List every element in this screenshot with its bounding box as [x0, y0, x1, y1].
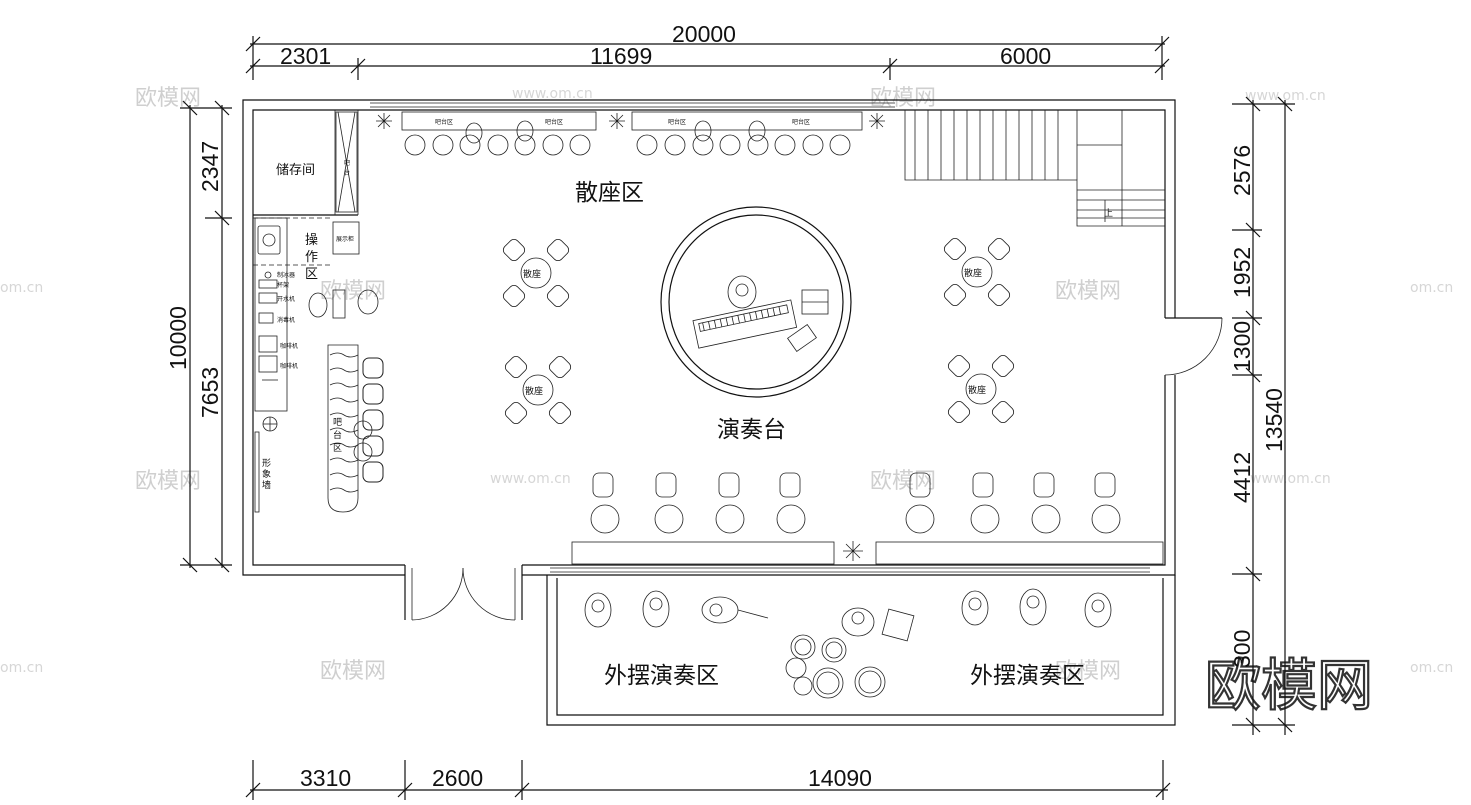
bar-counter-left: 吧 台 区 [327, 344, 384, 513]
dim-top-c: 6000 [1000, 43, 1051, 69]
bar-stools-front [590, 472, 1121, 534]
table-set: 散座 [502, 238, 570, 308]
shelf-label: 吧 [344, 160, 350, 167]
dim-right-e: 300 [1229, 630, 1255, 668]
dim-right-total: 13540 [1261, 388, 1287, 452]
lounge-tables: 散座 散座 散座 散座 [502, 237, 1015, 425]
musician-figures [584, 588, 1112, 642]
watermark-url: www.om.cn [490, 471, 571, 487]
room-label-operation-1: 操 [305, 232, 318, 248]
image-wall-label-1: 形 [262, 457, 271, 469]
room-label-lounge: 散座区 [575, 180, 644, 206]
table-label: 散座 [523, 268, 541, 280]
bar-stools-top [404, 120, 851, 156]
equipment-water-boiler: 开水机 [277, 295, 295, 303]
bar-counter-label-2: 台 [333, 429, 342, 441]
operation-zone: 操 作 区 制冰器 杯架 开水机 消毒机 咖啡机 咖啡机 形 象 墙 [253, 217, 379, 513]
plant-icon [376, 113, 885, 561]
room-label-storage: 储存间 [276, 163, 315, 178]
bar-top-label-1: 吧台区 [435, 118, 453, 126]
equipment-sterilizer: 消毒机 [277, 316, 295, 324]
room-label-operation-2: 作 [305, 250, 318, 265]
bar-counter-top: 吧台区 吧台区 吧台区 吧台区 [376, 111, 885, 561]
dim-right-c: 1300 [1229, 321, 1255, 372]
watermark-url: om.cn [0, 280, 43, 296]
dimension-bottom: 3310 2600 14090 [245, 760, 1171, 800]
dim-bottom-b: 2600 [432, 765, 483, 791]
bar-top-label-3: 吧台区 [668, 118, 686, 126]
shelf-label: 台 [344, 169, 350, 177]
watermark-brand: 欧模网 [320, 659, 386, 684]
equipment-coffee-machine: 咖啡机 [280, 362, 298, 370]
front-counters [571, 472, 1164, 565]
bar-top-label-4: 吧台区 [792, 118, 810, 126]
watermark-brand: 欧模网 [135, 469, 201, 494]
watermark-url: om.cn [1410, 280, 1453, 296]
watermark-url: www.om.cn [1250, 471, 1331, 487]
dim-top-b: 11699 [590, 43, 652, 69]
image-wall-label-2: 象 [262, 468, 271, 480]
stage [660, 206, 852, 398]
watermark-logo: 欧模网 [1205, 654, 1373, 719]
storage-room: 储存间 吧 台 展示柜 [253, 110, 360, 255]
dim-bottom-a: 3310 [300, 765, 351, 791]
watermark-brand: 欧模网 [320, 279, 386, 304]
dim-left-b: 7653 [197, 367, 223, 418]
equipment-ice-maker: 制冰器 [277, 271, 295, 279]
dim-top-total: 20000 [672, 21, 736, 47]
bar-counter-label-3: 区 [333, 443, 342, 454]
dim-bottom-c: 14090 [808, 765, 872, 791]
watermark-url: www.om.cn [1245, 88, 1326, 104]
stair-up-label: 上 [1104, 208, 1113, 219]
equipment-cup-rack: 杯架 [277, 281, 289, 289]
room-label-outdoor-right: 外摆演奏区 [970, 663, 1085, 689]
table-set: 散座 [947, 354, 1015, 424]
watermark-brand: 欧模网 [135, 86, 201, 111]
staircase: 上 [904, 110, 1165, 227]
watermark-brand: 欧模网 [1055, 659, 1121, 684]
equipment-coffee-machine: 咖啡机 [280, 342, 298, 350]
watermark-brand: 欧模网 [1055, 279, 1121, 304]
watermark-url: om.cn [0, 660, 43, 676]
watermark-layer: 欧模网 www.om.cn 欧模网 www.om.cn om.cn 欧模网 欧模… [0, 86, 1453, 720]
cabinet-label: 展示柜 [336, 235, 354, 243]
watermark-url: om.cn [1410, 660, 1453, 676]
dimension-right: 2576 1952 1300 4412 300 13540 [1229, 96, 1295, 735]
watermark-brand: 欧模网 [870, 469, 936, 494]
room-label-operation-3: 区 [305, 267, 318, 282]
dim-right-b: 1952 [1229, 247, 1255, 298]
table-set: 散座 [504, 355, 572, 425]
dim-right-a: 2576 [1229, 145, 1255, 196]
dim-right-d: 4412 [1229, 452, 1255, 503]
dim-left-total: 10000 [165, 306, 191, 370]
dim-top-a: 2301 [280, 43, 331, 69]
image-wall-label-3: 墙 [262, 479, 271, 491]
bar-top-label-2: 吧台区 [545, 118, 563, 126]
drum-kit [785, 634, 886, 699]
room-label-stage: 演奏台 [717, 417, 786, 443]
bar-counter-label-1: 吧 [333, 417, 342, 428]
table-label: 散座 [968, 384, 986, 396]
dim-left-a: 2347 [197, 141, 223, 192]
dimension-top: 20000 2301 11699 6000 [245, 21, 1170, 80]
building-walls [242, 99, 1223, 726]
table-label: 散座 [525, 385, 543, 397]
watermark-url: www.om.cn [512, 86, 593, 102]
outdoor-area: 外摆演奏区 外摆演奏区 [584, 588, 1112, 699]
dimension-left: 10000 2347 7653 [165, 100, 232, 573]
table-set: 散座 [943, 237, 1011, 307]
table-label: 散座 [964, 267, 982, 279]
room-label-outdoor-left: 外摆演奏区 [604, 663, 719, 689]
equipment-list: 制冰器 杯架 开水机 消毒机 咖啡机 咖啡机 [258, 271, 298, 381]
